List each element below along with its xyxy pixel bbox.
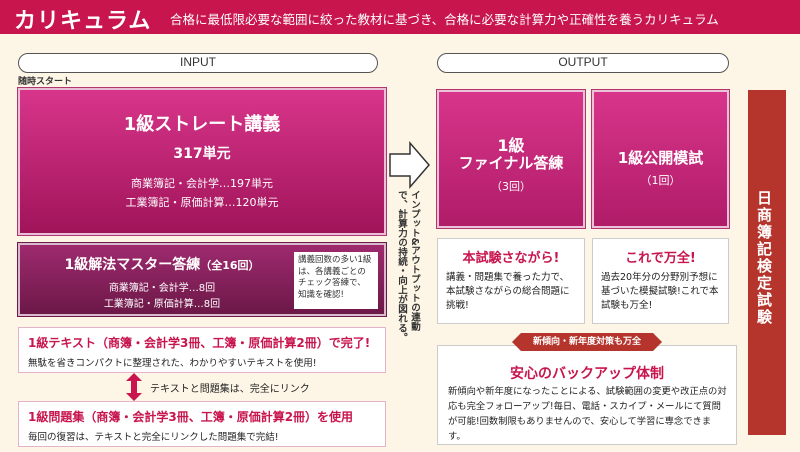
header-bar: カリキュラム 合格に最低限必要な範囲に絞った教材に基づき、合格に必要な計算力や正… — [0, 0, 800, 34]
straight-lecture-units: 317単元 — [173, 146, 231, 162]
exam-label: 日商簿記検定試験 — [755, 190, 773, 326]
final-desc-card: 本試験さながら! 講義・問題集で養った力で、本試験さながらの総合問題に挑戦! — [437, 238, 585, 324]
final-desc: 講義・問題集で養った力で、本試験さながらの総合問題に挑戦! — [446, 272, 570, 311]
mock-heading: これで万全! — [625, 251, 696, 266]
straight-lecture-title: 1級ストレート講義 — [123, 114, 281, 135]
final-heading: 本試験さながら! — [462, 251, 560, 266]
input-label: INPUT — [18, 53, 378, 73]
page-title: カリキュラム — [14, 9, 152, 34]
double-arrow-icon — [126, 373, 142, 401]
straight-lecture-line2: 工業簿記・原価計算…120単元 — [125, 196, 279, 209]
final-drill-title1: 1級 — [497, 136, 525, 155]
right-arrow-icon — [389, 140, 430, 190]
problem-book-title: 1級問題集（商簿・会計学3冊、工簿・原価計算2冊）を使用 — [28, 410, 354, 424]
drill-title: 1級解法マスター答練（全16回） — [64, 257, 260, 273]
textbook-title: 1級テキスト（商簿・会計学3冊、工簿・原価計算2冊）で完了! — [28, 336, 371, 350]
final-drill-title2: ファイナル答練 — [458, 154, 564, 172]
textbook-box: 1級テキスト（商簿・会計学3冊、工簿・原価計算2冊）で完了! 無駄を省きコンパク… — [18, 327, 386, 373]
link-note: テキストと問題集は、完全にリンク — [150, 384, 310, 395]
mock-exam-title: 1級公開模試 — [617, 149, 704, 167]
mock-desc-card: これで万全! 過去20年分の分野別予想に基づいた模擬試験!これで本試験も万全! — [592, 238, 729, 324]
backup-desc: 新傾向や新年度になったことによる、試験範囲の変更や改正点の対応も完全フォローアッ… — [448, 386, 727, 442]
straight-lecture-line1: 商業簿記・会計学…197単元 — [131, 177, 273, 190]
straight-lecture-box: 1級ストレート講義 317単元 商業簿記・会計学…197単元 工業簿記・原価計算… — [18, 88, 386, 235]
problem-book-box: 1級問題集（商簿・会計学3冊、工簿・原価計算2冊）を使用 毎回の復習は、テキスト… — [18, 401, 386, 447]
drill-line1: 商業簿記・会計学…8回 — [108, 283, 216, 294]
backup-badge: 新傾向・新年度対策も万全 — [512, 333, 662, 351]
link-explanation: インプット&アウトプットの連動で、計算力の持続・向上が図れる。 — [396, 190, 420, 342]
drill-line2: 工業簿記・原価計算…8回 — [103, 299, 221, 310]
drill-note: 講義回数の多い1級は、各講義ごとのチェック答練で、知識を確認! — [294, 252, 378, 309]
drill-box: 1級解法マスター答練（全16回） 商業簿記・会計学…8回 工業簿記・原価計算…8… — [18, 243, 386, 316]
exam-bar: 日商簿記検定試験 — [748, 90, 786, 435]
mock-exam-count: （1回） — [640, 174, 681, 187]
mock-exam-box: 1級公開模試 （1回） — [592, 90, 729, 228]
textbook-desc: 無駄を省きコンパクトに整理された、わかりやすいテキストを使用! — [28, 358, 317, 369]
final-drill-box: 1級 ファイナル答練 （3回） — [437, 90, 585, 228]
start-note: 随時スタート — [18, 77, 73, 87]
final-drill-count: （3回） — [491, 180, 531, 193]
backup-card: 安心のバックアップ体制 新傾向や新年度になったことによる、試験範囲の変更や改正点… — [437, 345, 737, 445]
mock-desc: 過去20年分の分野別予想に基づいた模擬試験!これで本試験も万全! — [601, 272, 719, 311]
output-label: OUTPUT — [437, 53, 729, 73]
backup-title: 安心のバックアップ体制 — [510, 366, 664, 382]
problem-book-desc: 毎回の復習は、テキストと完全にリンクした問題集で完結! — [28, 432, 279, 443]
page-subtitle: 合格に最低限必要な範囲に絞った教材に基づき、合格に必要な計算力や正確性を養うカリ… — [170, 12, 719, 27]
